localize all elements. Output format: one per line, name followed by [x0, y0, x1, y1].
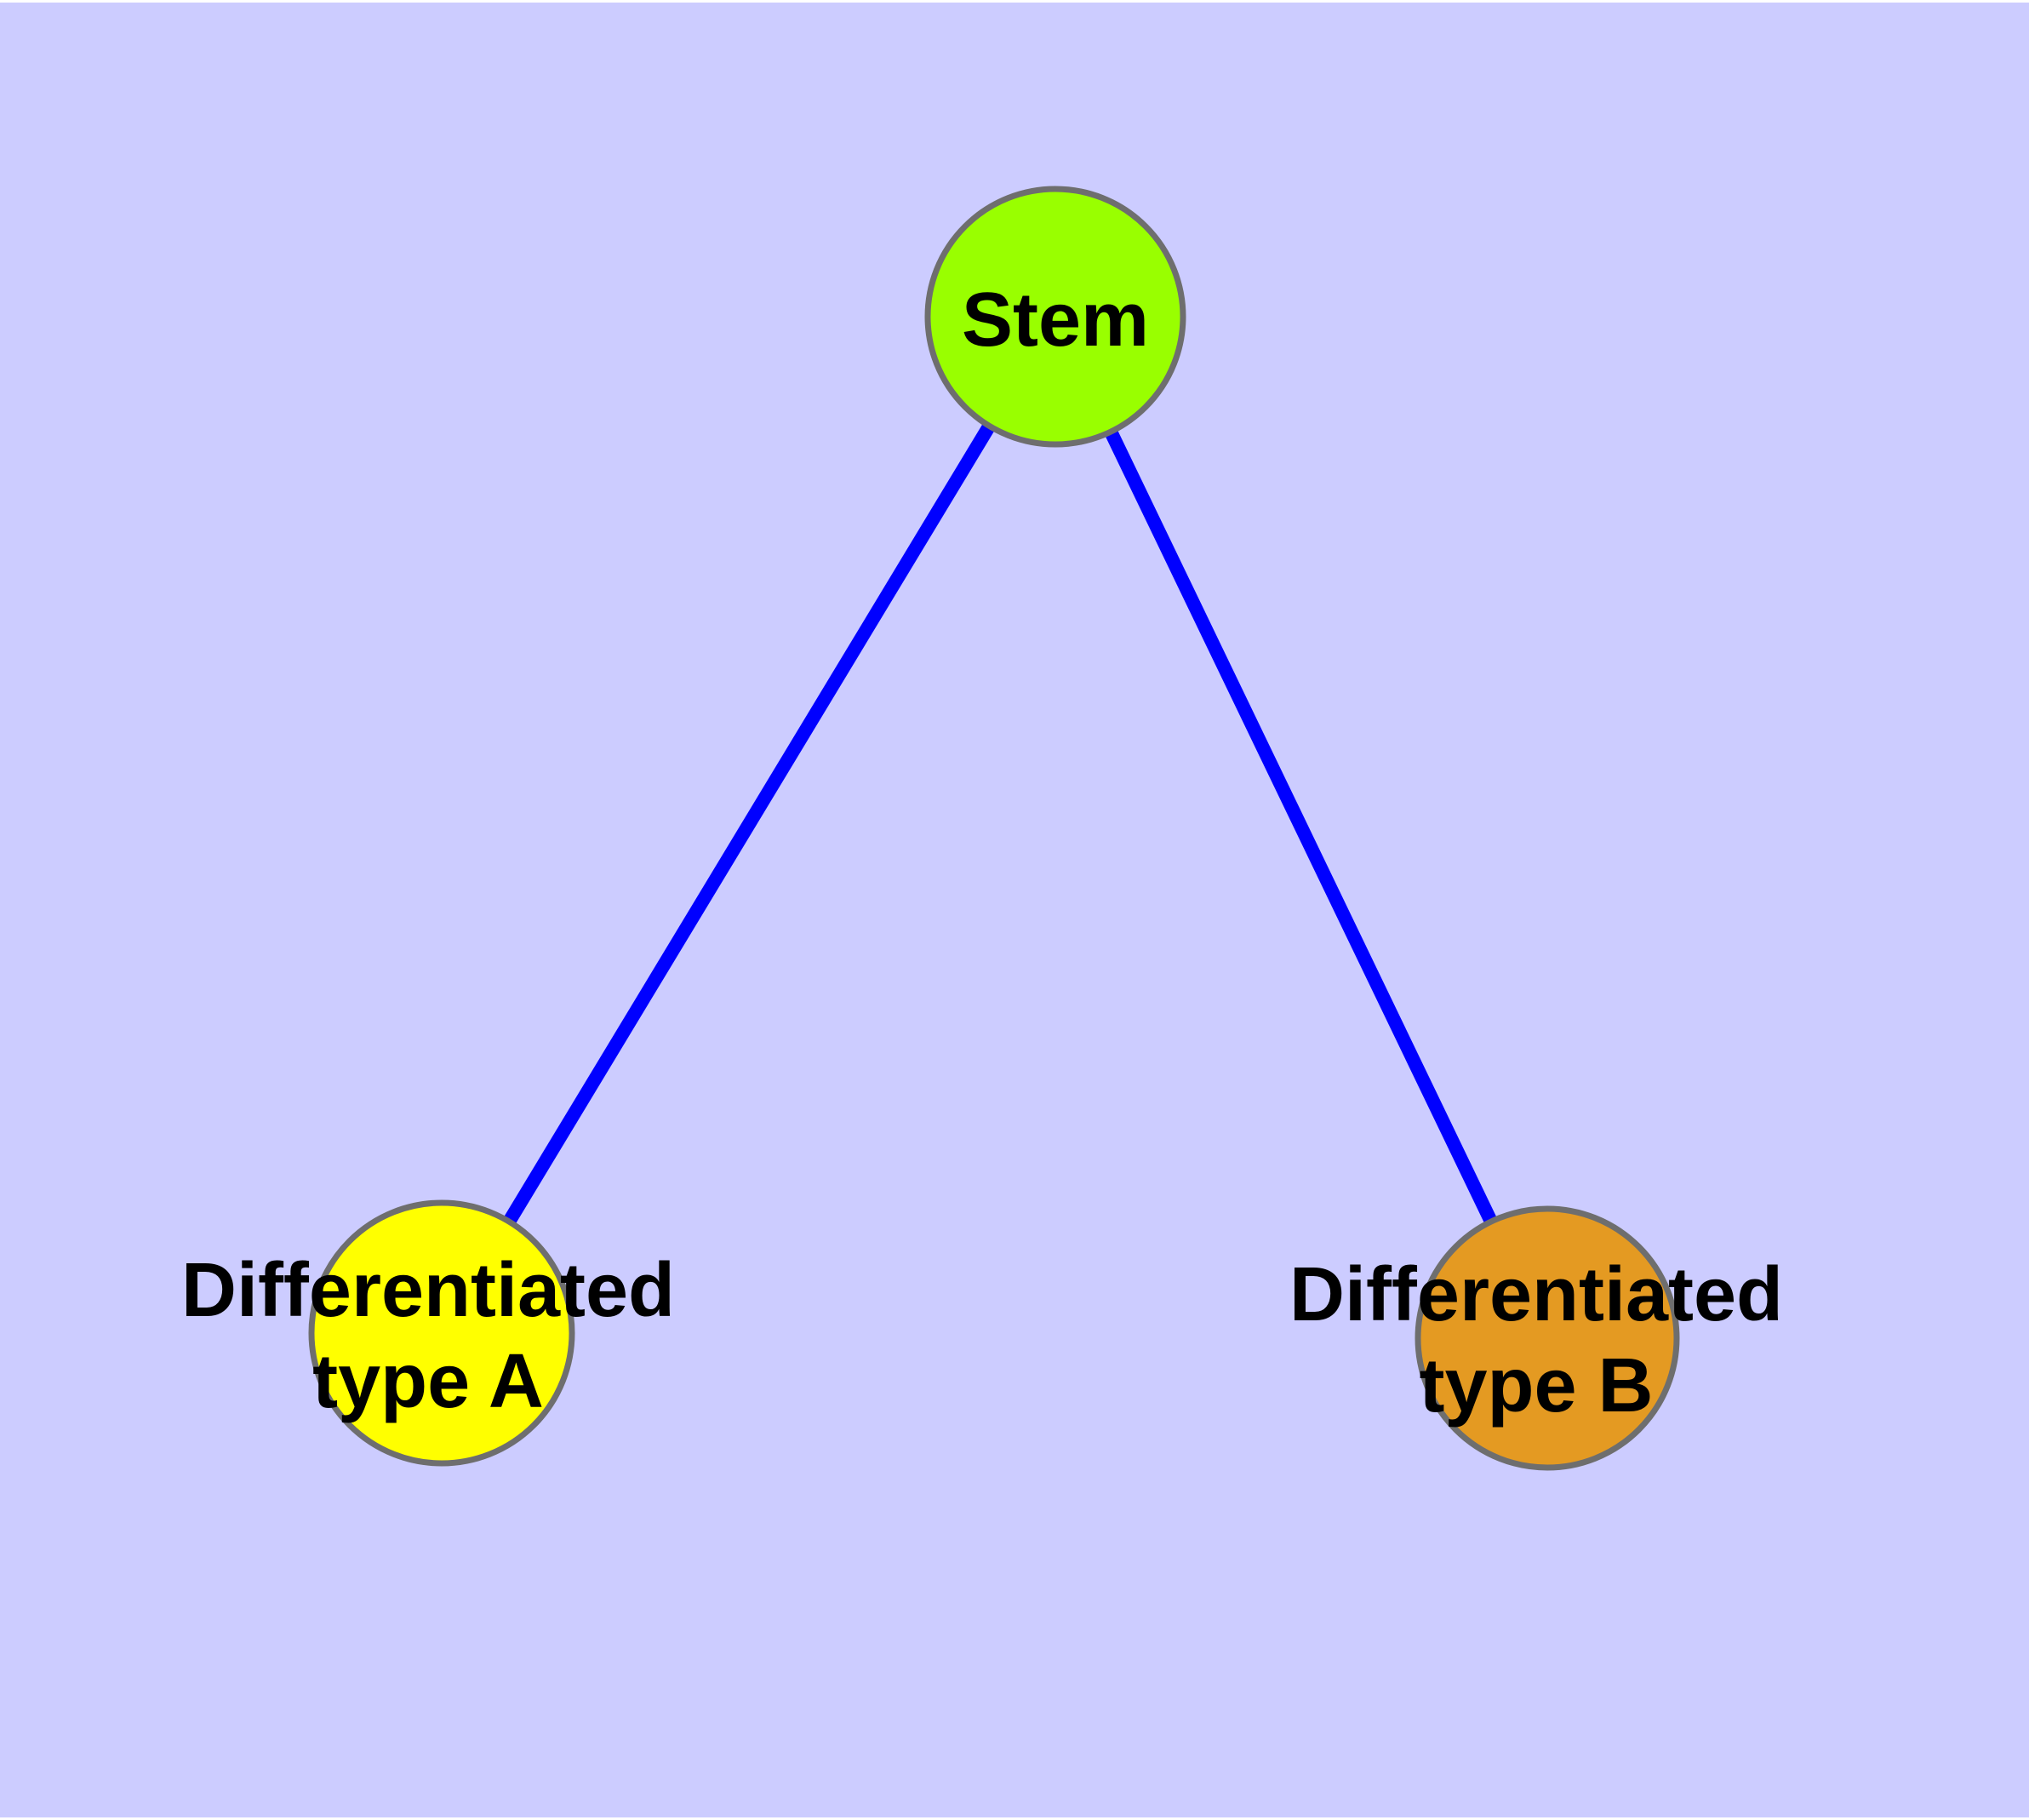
- edge-stem-to-type-a[interactable]: [436, 312, 1061, 1337]
- node-stem-label: Stem: [962, 278, 1149, 363]
- edge-stem-to-type-b[interactable]: [1049, 313, 1554, 1342]
- node-stem-circle[interactable]: [924, 186, 1186, 448]
- node-differentiated-type-b-circle[interactable]: [1415, 1205, 1680, 1471]
- node-differentiated-type-b: Differentiated type B: [1289, 1205, 1783, 1471]
- node-differentiated-type-b-label-line1: Differentiated: [1289, 1252, 1783, 1337]
- node-differentiated-type-a-label-line1: Differentiated: [181, 1248, 675, 1333]
- node-differentiated-type-a: Differentiated type A: [181, 1199, 675, 1467]
- node-stem: Stem: [924, 186, 1186, 448]
- node-differentiated-type-b-label-line2: type B: [1419, 1343, 1653, 1428]
- node-differentiated-type-a-circle[interactable]: [308, 1199, 575, 1467]
- edge-layer: [436, 312, 1554, 1342]
- node-differentiated-type-a-label-line2: type A: [312, 1339, 544, 1424]
